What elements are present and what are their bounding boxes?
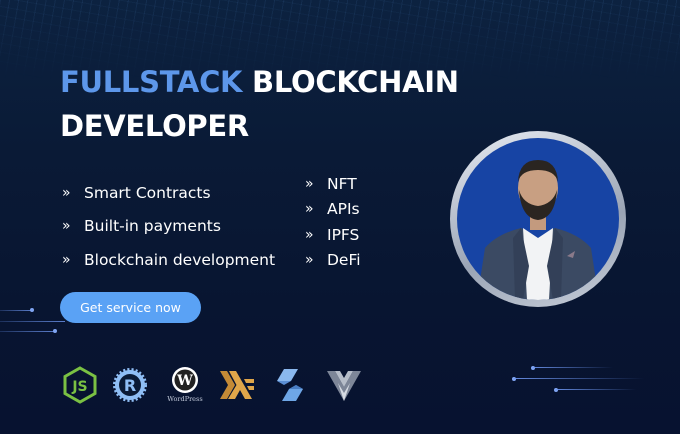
svg-text:R: R [124, 376, 136, 395]
feature-item: »Blockchain development [62, 250, 276, 269]
decor-line [556, 389, 636, 390]
decor-line [514, 378, 644, 379]
decor-line [0, 331, 55, 332]
solidity-icon [270, 365, 310, 405]
nodejs-icon: JS [60, 365, 100, 405]
double-chevron-right-icon: » [305, 201, 314, 218]
wordpress-icon: W WordPress [163, 365, 207, 405]
svg-text:WordPress: WordPress [167, 395, 202, 403]
profile-photo [457, 138, 619, 300]
background-grid [0, 0, 680, 80]
feature-item: »IPFS [305, 225, 360, 244]
feature-item: »APIs [305, 200, 360, 219]
decor-line [0, 310, 32, 311]
decor-line [533, 367, 613, 368]
page-title: FULLSTACK BLOCKCHAIN DEVELOPER [60, 60, 459, 148]
double-chevron-right-icon: » [305, 175, 314, 192]
feature-item: »DeFi [305, 251, 361, 270]
person-illustration [477, 160, 599, 300]
double-chevron-right-icon: » [305, 226, 314, 243]
haskell-icon [217, 365, 257, 405]
decor-dot [30, 308, 34, 312]
title-line1: BLOCKCHAIN [242, 65, 459, 99]
decor-line [0, 321, 65, 322]
double-chevron-right-icon: » [62, 184, 71, 201]
features-list-left: »Smart Contracts »Built-in payments »Blo… [62, 176, 275, 277]
decor-dot [554, 388, 558, 392]
decor-dot [53, 329, 57, 333]
title-accent: FULLSTACK [60, 65, 243, 99]
feature-item: »NFT [305, 174, 357, 193]
features-list-right: »NFT »APIs »IPFS »DeFi [305, 171, 361, 273]
vyper-icon [324, 365, 364, 405]
svg-text:W: W [176, 373, 193, 389]
decor-dot [512, 377, 516, 381]
rust-icon: R [110, 365, 150, 405]
double-chevron-right-icon: » [62, 218, 71, 235]
svg-text:JS: JS [71, 379, 87, 395]
get-service-button[interactable]: Get service now [60, 292, 201, 323]
decor-dot [531, 366, 535, 370]
double-chevron-right-icon: » [305, 252, 314, 269]
feature-item: »Smart Contracts [62, 183, 211, 202]
double-chevron-right-icon: » [62, 251, 71, 268]
title-line2: DEVELOPER [60, 109, 249, 143]
feature-item: »Built-in payments [62, 217, 221, 236]
